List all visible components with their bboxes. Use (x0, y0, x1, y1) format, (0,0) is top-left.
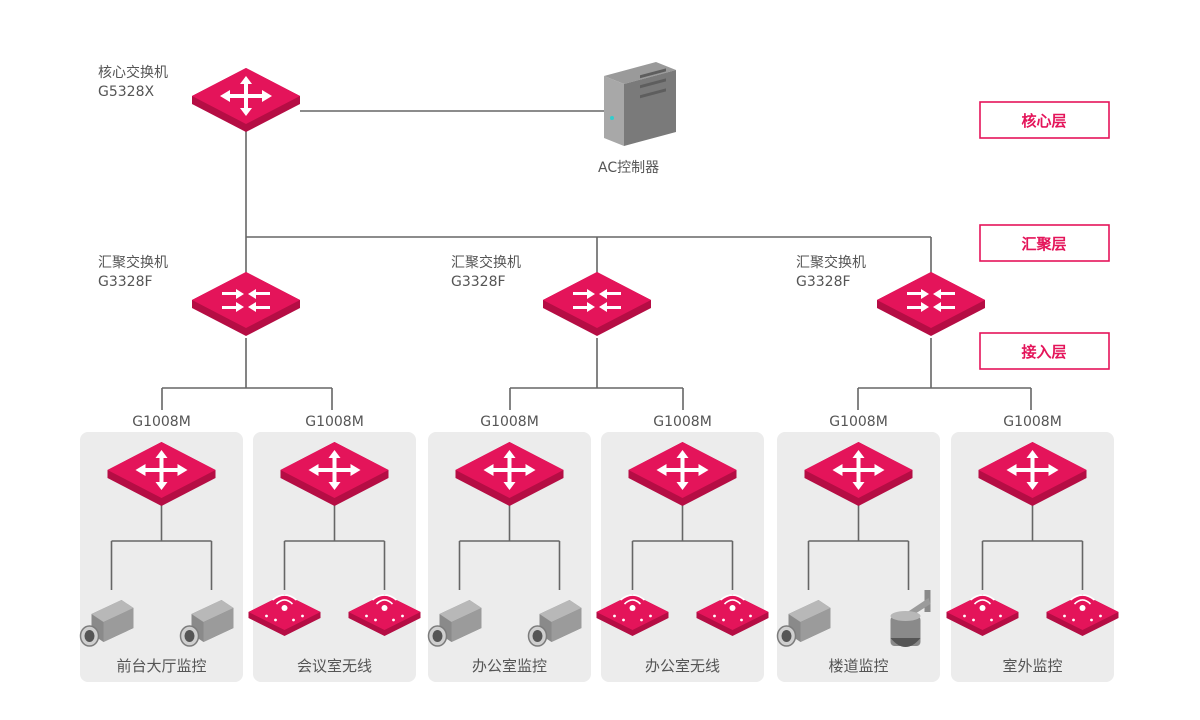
core-layer-tag: 核心层 (979, 101, 1110, 139)
aggregation-layer-tag: 汇聚层 (979, 224, 1110, 262)
aggregation-switch-name: 汇聚交换机 (796, 254, 866, 271)
svg-text:汇聚层: 汇聚层 (1021, 235, 1066, 253)
access-switch-model: G1008M (653, 414, 712, 430)
access-group-label: 办公室监控 (472, 657, 547, 675)
aggregation-switch-icon (877, 272, 985, 336)
access-switch-model: G1008M (480, 414, 539, 430)
aggregation-switch-model: G3328F (451, 274, 506, 290)
core-switch-model: G5328X (98, 84, 154, 100)
aggregation-switch-name: 汇聚交换机 (451, 254, 521, 271)
access-switch-model: G1008M (132, 414, 191, 430)
access-switch-model: G1008M (305, 414, 364, 430)
svg-text:核心层: 核心层 (1021, 112, 1066, 130)
aggregation-switch-icon (192, 272, 300, 336)
aggregation-switch-icon (543, 272, 651, 336)
server-icon (604, 62, 676, 146)
access-layer-tag: 接入层 (979, 332, 1110, 370)
aggregation-switch-name: 汇聚交换机 (98, 254, 168, 271)
aggregation-switch-model: G3328F (98, 274, 153, 290)
aggregation-switch-model: G3328F (796, 274, 851, 290)
access-group-label: 前台大厅监控 (116, 657, 206, 675)
access-group-label: 楼道监控 (828, 657, 888, 675)
access-group-label: 办公室无线 (645, 657, 720, 675)
core-switch-icon (192, 68, 300, 132)
access-group-label: 室外监控 (1002, 657, 1062, 675)
ac-controller-label: AC控制器 (598, 160, 659, 176)
access-switch-model: G1008M (1003, 414, 1062, 430)
access-switch-model: G1008M (829, 414, 888, 430)
access-group-label: 会议室无线 (297, 657, 372, 675)
svg-text:接入层: 接入层 (1021, 343, 1066, 361)
core-switch-name: 核心交换机 (98, 64, 168, 81)
